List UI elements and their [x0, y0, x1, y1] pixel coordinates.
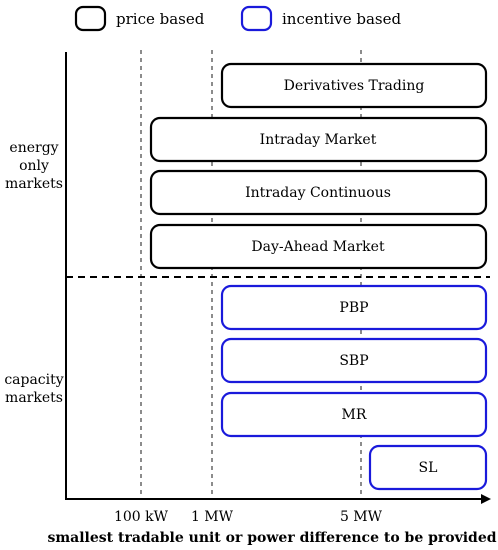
market-intraday-continuous: Intraday Continuous [149, 169, 488, 216]
market-pbp: PBP [220, 284, 488, 331]
market-day-ahead-market: Day-Ahead Market [149, 223, 488, 270]
category-labels: energy only markets capacity markets [4, 140, 63, 406]
axes [65, 52, 483, 500]
market-label: Derivatives Trading [284, 78, 425, 94]
market-label: Day-Ahead Market [251, 239, 385, 255]
market-derivatives-trading: Derivatives Trading [220, 62, 488, 109]
market-label: PBP [339, 300, 368, 316]
market-box [149, 169, 488, 216]
legend: price based incentive based [74, 5, 401, 32]
category-label-capacity-line-2: markets [5, 390, 63, 406]
legend-label-price-based: price based [116, 10, 205, 28]
category-label-capacity-line-1: capacity [4, 372, 63, 388]
market-sl: SL [368, 444, 488, 491]
market-mr: MR [220, 391, 488, 438]
category-label-energy-line-2: only [19, 158, 49, 174]
axis-ticks: 100 kW 1 MW 5 MW [114, 509, 383, 525]
market-box [149, 116, 488, 163]
market-box [220, 391, 488, 438]
market-box [220, 337, 488, 384]
market-box [220, 62, 488, 109]
legend-label-incentive-based: incentive based [282, 10, 401, 28]
category-label-energy-line-3: markets [5, 176, 63, 192]
market-box [368, 444, 488, 491]
market-boxes: Derivatives Trading Intraday Market Intr… [149, 62, 488, 491]
market-label: SBP [339, 353, 368, 369]
axis-title: smallest tradable unit or power differen… [47, 530, 496, 546]
market-label: SL [419, 460, 438, 476]
tick-label-1mw: 1 MW [191, 509, 234, 525]
market-box [220, 284, 488, 331]
legend-swatch-price-based [74, 5, 107, 32]
market-intraday-market: Intraday Market [149, 116, 488, 163]
category-label-energy-line-1: energy [9, 140, 58, 156]
tick-label-100kw: 100 kW [114, 509, 169, 525]
market-label: MR [342, 407, 367, 423]
market-box [149, 223, 488, 270]
market-sbp: SBP [220, 337, 488, 384]
market-label: Intraday Continuous [245, 185, 391, 201]
market-label: Intraday Market [260, 132, 377, 148]
x-axis-arrowhead [481, 494, 491, 504]
tick-label-5mw: 5 MW [340, 509, 383, 525]
legend-swatch-incentive-based [240, 5, 273, 32]
